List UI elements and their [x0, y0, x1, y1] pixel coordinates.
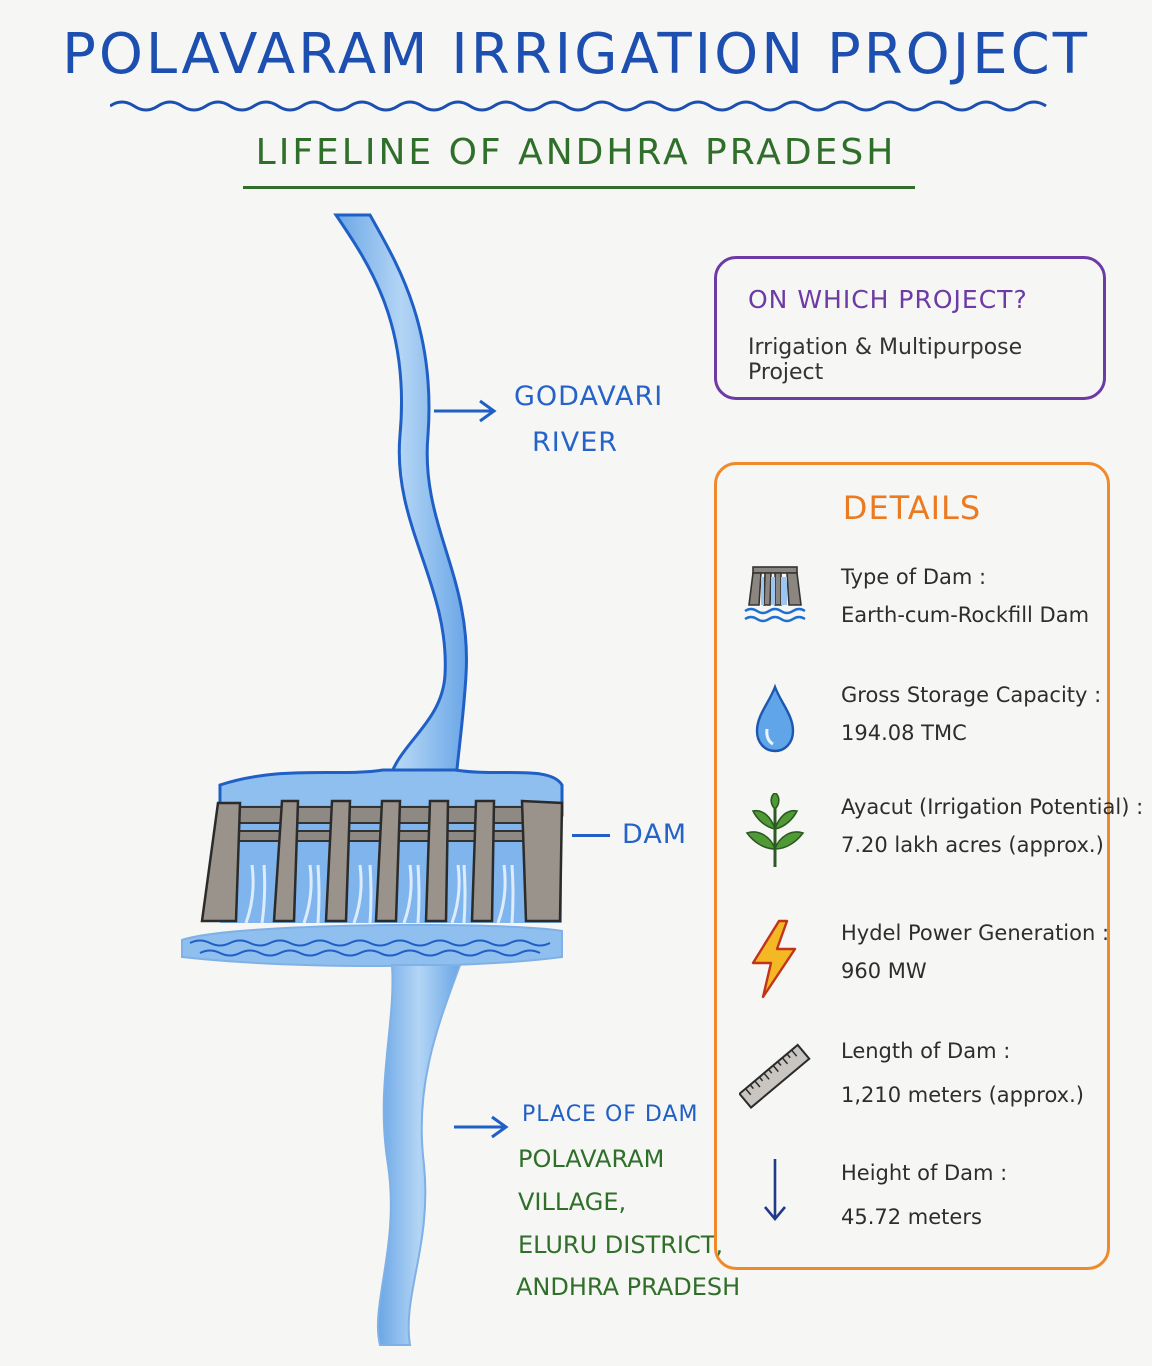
dam-icon [744, 566, 806, 623]
project-question: ON WHICH PROJECT? [748, 285, 1028, 314]
detail-ayacut: Ayacut (Irrigation Potential) : 7.20 lak… [717, 793, 1143, 903]
place-line-2: VILLAGE, [518, 1188, 627, 1216]
place-arrow-icon [454, 1115, 509, 1139]
page-title: POLAVARAM IRRIGATION PROJECT [62, 22, 1090, 87]
detail-label: Hydel Power Generation : [841, 921, 1110, 945]
detail-value: 960 MW [841, 959, 927, 983]
place-line-4: ANDHRA PRADESH [516, 1273, 741, 1301]
river-arrow-icon [434, 399, 497, 423]
place-line-3: ELURU DISTRICT, [518, 1231, 724, 1259]
details-title: DETAILS [842, 489, 982, 527]
detail-label: Height of Dam : [841, 1161, 1008, 1185]
detail-hydel: Hydel Power Generation : 960 MW [717, 919, 1110, 1029]
detail-value: 194.08 TMC [841, 721, 967, 745]
place-line-1: POLAVARAM [518, 1145, 665, 1173]
lower-river [376, 964, 462, 1346]
project-answer: Irrigation & Multipurpose Project [748, 335, 1023, 385]
water-drop-icon [755, 683, 795, 753]
subtitle-underline [243, 186, 915, 189]
detail-value: Earth-cum-Rockfill Dam [841, 603, 1090, 627]
vertical-arrow-icon [764, 1159, 786, 1222]
detail-label: Length of Dam : [841, 1039, 1011, 1063]
leaf-icon [745, 793, 805, 867]
detail-label: Ayacut (Irrigation Potential) : [841, 795, 1144, 819]
lightning-icon [751, 919, 797, 999]
detail-value: 7.20 lakh acres (approx.) [841, 833, 1104, 857]
dam-structure [200, 799, 564, 924]
project-type-box: ON WHICH PROJECT? Irrigation & Multipurp… [714, 256, 1106, 400]
dam-label: DAM [622, 819, 688, 850]
detail-storage: Gross Storage Capacity : 194.08 TMC [717, 681, 1107, 791]
river-dam-illustration [181, 213, 564, 1346]
detail-value: 1,210 meters (approx.) [841, 1083, 1084, 1107]
upper-river [333, 213, 468, 847]
detail-value: 45.72 meters [841, 1205, 982, 1229]
detail-label: Gross Storage Capacity : [841, 683, 1102, 707]
dam-label-line [572, 834, 610, 837]
detail-label: Type of Dam : [841, 565, 987, 589]
detail-dam-type: Type of Dam : Earth-cum-Rockfill Dam [717, 563, 1107, 673]
ruler-icon [739, 1043, 811, 1109]
place-heading: PLACE OF DAM [522, 1102, 699, 1127]
page-subtitle: LIFELINE OF ANDHRA PRADESH [255, 132, 897, 173]
details-box: DETAILS Type of Dam : Earth-cum-Rockfill… [714, 462, 1143, 1270]
detail-length: Length of Dam : 1,210 meters (approx.) [717, 1037, 1107, 1147]
river-label-line2: RIVER [532, 427, 619, 458]
river-label-line1: GODAVARI [514, 381, 664, 412]
detail-height: Height of Dam : 45.72 meters [717, 1159, 1107, 1269]
title-wavy-underline [110, 100, 1047, 112]
